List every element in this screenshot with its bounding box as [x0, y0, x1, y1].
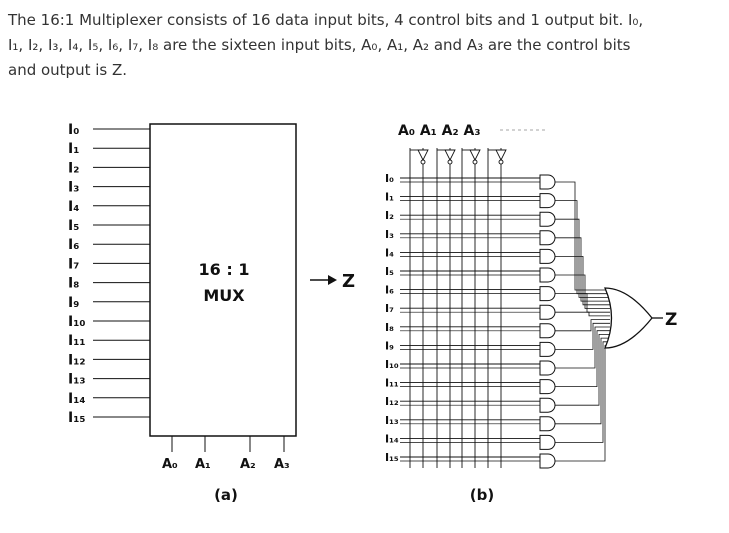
inverter-triangle [469, 149, 481, 162]
intro-line-2: I₁, I₂, I₃, I₄, I₅, I₆, I₇, I₈ are the s… [8, 36, 631, 54]
inverter-triangle [417, 149, 429, 162]
gate-output-wire [555, 345, 610, 462]
and-gate [539, 304, 556, 320]
gate-input-label: I₁₁ [385, 377, 399, 390]
gate-input-label: I₁₃ [385, 414, 399, 427]
mux-input-label: I₃ [68, 180, 79, 196]
mux-input-label: I₀ [68, 122, 79, 138]
inverter-triangle [495, 149, 507, 162]
and-gate [539, 453, 556, 469]
gate-output-wire [555, 341, 610, 443]
gate-input-label: I₄ [385, 246, 394, 259]
mux-input-label: I₂ [68, 160, 79, 176]
or-gate [604, 287, 653, 349]
gate-output-wire [555, 330, 610, 388]
mux-input-label: I₁₅ [68, 410, 85, 426]
mux-control-label: A₃ [274, 457, 290, 472]
gate-output-wire [555, 293, 610, 313]
gate-input-label: I₆ [385, 284, 394, 297]
inverter-bubble [447, 159, 453, 165]
mux-input-label: I₄ [68, 199, 79, 215]
and-gate [539, 286, 556, 302]
inverter-triangle [444, 149, 456, 162]
mux-output-label: Z [342, 271, 355, 292]
caption-a: (a) [214, 486, 238, 504]
and-gate [539, 211, 556, 227]
mux-block-title: 16 : 1 [199, 260, 250, 279]
mux-input-label: I₁₃ [68, 372, 85, 388]
mux-control-label: A₁ [195, 457, 211, 472]
gate-input-label: I₂ [385, 209, 394, 222]
gate-output-label: Z [665, 310, 677, 330]
mux-input-label: I₁ [68, 141, 79, 157]
and-gate [539, 230, 556, 246]
gate-input-label: I₅ [385, 265, 394, 278]
mux-gate-diagram: A₀ A₁ A₂ A₃ I₀ I₁ I₂ I₃ I₄ I₅ I₆ I₇ I₈ I₉ I₁₀ I₁₁ I₁… [385, 123, 677, 504]
intro-line-3: and output is Z. [8, 61, 128, 79]
gate-output-wire [555, 333, 610, 406]
mux-block-subtitle: MUX [203, 286, 245, 305]
mux-input-label: I₈ [68, 276, 79, 292]
mux-input-label: I₉ [68, 295, 79, 311]
mux-control-label: A₂ [240, 457, 256, 472]
and-gate [539, 174, 556, 190]
and-gate [539, 193, 556, 209]
and-gate [539, 434, 556, 450]
intro-line-1: The 16:1 Multiplexer consists of 16 data… [8, 11, 644, 29]
gate-input-label: I₀ [385, 172, 394, 185]
and-gate [539, 341, 556, 357]
gate-output-wire [555, 337, 610, 425]
mux-block [149, 123, 297, 437]
gate-output-wire [555, 319, 610, 332]
mux-block-diagram: 16 : 1 MUX I₀ I₁ I₂ I₃ I₄ I₅ I₆ I₇ I₈ I₉ I₁₀ I₁₁ I₁₂… [68, 122, 355, 504]
mux-input-label: I₅ [68, 218, 79, 234]
gate-output-wire [555, 322, 610, 350]
gate-input-label: I₇ [385, 302, 394, 315]
output-arrow-head [328, 275, 337, 285]
and-gate [539, 379, 556, 395]
gate-input-label: I₁ [385, 191, 394, 204]
and-gate [539, 360, 556, 376]
gate-output-wire [555, 311, 610, 317]
intro-paragraph: The 16:1 Multiplexer consists of 16 data… [8, 8, 724, 83]
gate-output-wire [555, 218, 610, 298]
inverter-bubble [498, 159, 504, 165]
and-gate [539, 397, 556, 413]
gate-output-wire [555, 181, 610, 291]
and-gate [539, 323, 556, 339]
gate-output-wire [555, 274, 610, 309]
gate-input-label: I₈ [385, 321, 394, 334]
inverter-bubble [420, 159, 426, 165]
gate-output-wire [555, 237, 610, 302]
gate-input-label: I₁₅ [385, 451, 399, 464]
mux-input-label: I₁₄ [68, 391, 85, 407]
gate-input-label: I₁₂ [385, 395, 399, 408]
and-gate [539, 416, 556, 432]
gate-output-wire [555, 255, 610, 306]
mux-input-label: I₁₁ [68, 333, 85, 349]
mux-input-label: I₁₀ [68, 314, 85, 330]
gate-output-wire [555, 200, 610, 295]
inverter-bubble [472, 159, 478, 165]
and-gate [539, 248, 556, 264]
mux-input-label: I₁₂ [68, 352, 85, 368]
mux-input-label: I₇ [68, 256, 79, 272]
mux-control-label: A₀ [162, 457, 178, 472]
gate-output-wire [555, 326, 610, 369]
gate-input-label: I₉ [385, 339, 394, 352]
gate-input-label: I₁₄ [385, 432, 399, 445]
gate-controls-label: A₀ A₁ A₂ A₃ [398, 123, 481, 139]
gate-input-label: I₃ [385, 228, 394, 241]
and-gate [539, 267, 556, 283]
gate-input-label: I₁₀ [385, 358, 399, 371]
caption-b: (b) [470, 486, 494, 504]
mux-input-label: I₆ [68, 237, 79, 253]
